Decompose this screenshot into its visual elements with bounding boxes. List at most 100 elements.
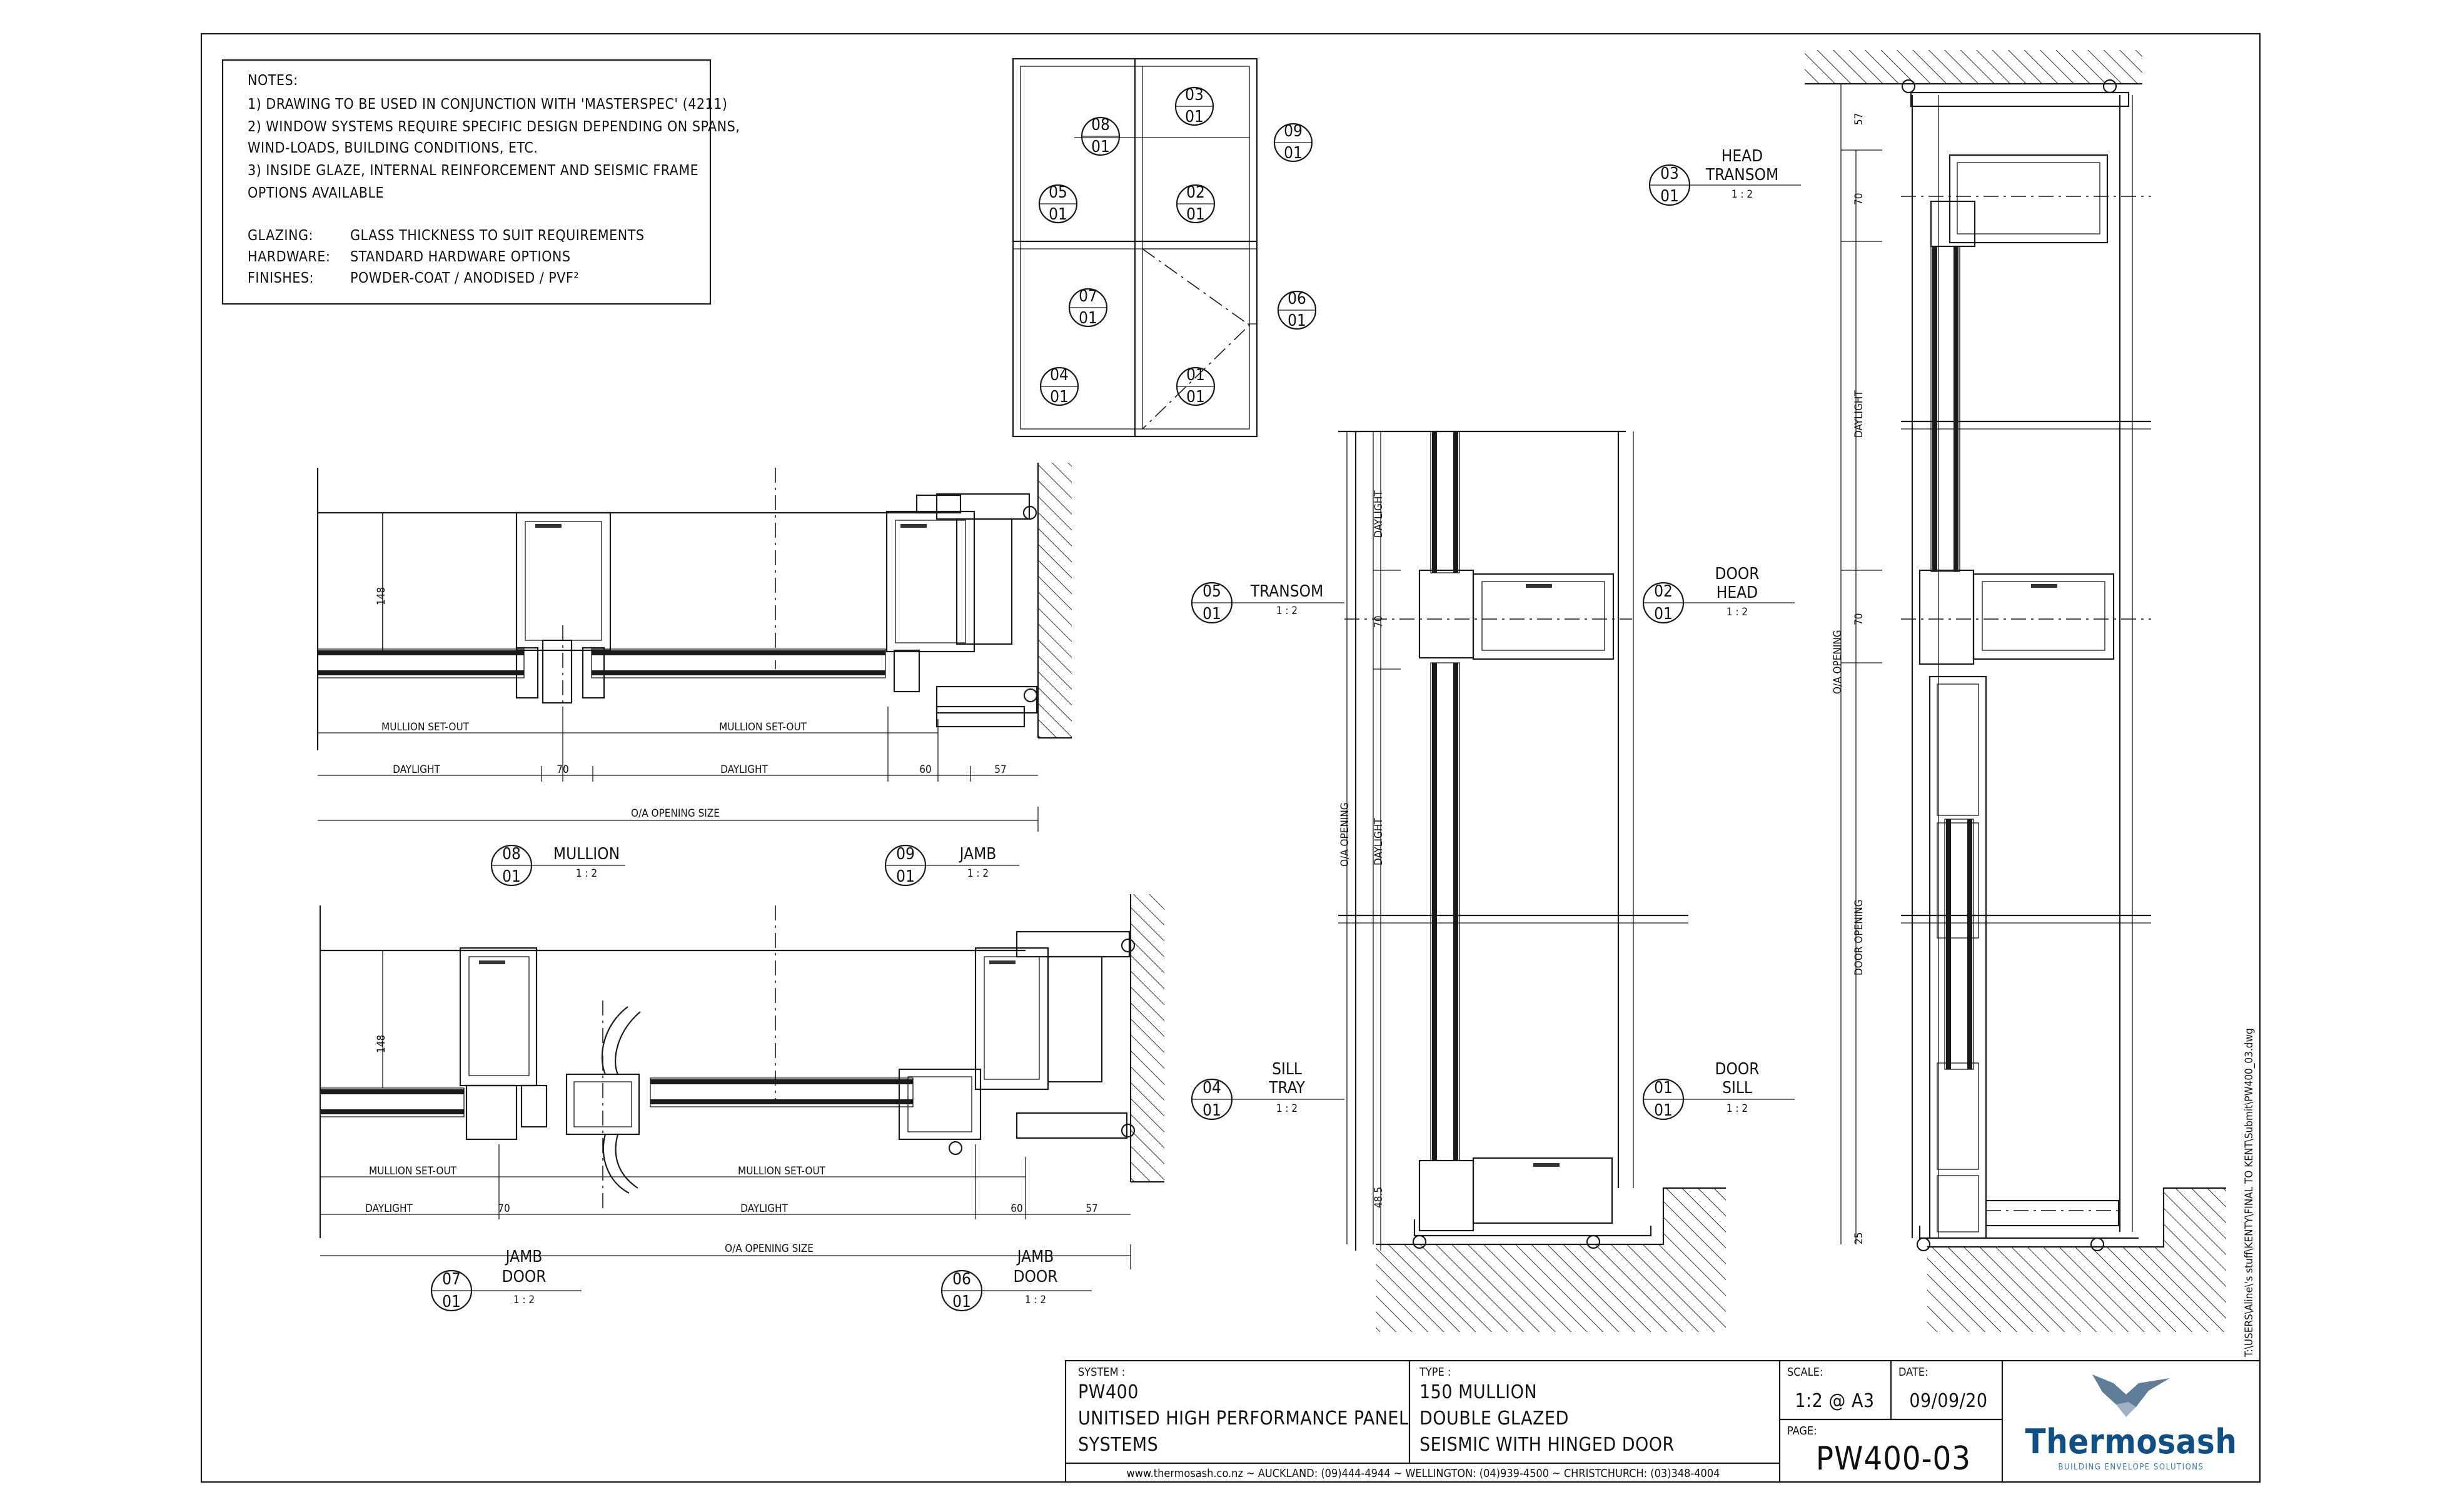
brand-tagline: BUILDING ENVELOPE SOLUTIONS <box>2059 1463 2204 1472</box>
svg-text:1 : 2: 1 : 2 <box>513 1294 535 1306</box>
key-plan-bubble: 02 01 <box>1176 183 1216 224</box>
svg-text:1 : 2: 1 : 2 <box>1727 1102 1748 1115</box>
svg-text:1 : 2: 1 : 2 <box>1276 605 1298 617</box>
svg-text:01: 01 <box>1202 1101 1221 1120</box>
detail-callout-jamb-door: 06 01 JAMB DOOR 1 : 2 <box>940 1247 1092 1312</box>
thermosash-mark-icon <box>989 960 1016 964</box>
key-plan-bubble: 05 01 <box>1038 183 1078 224</box>
svg-text:DOOR: DOOR <box>1715 1060 1759 1079</box>
detail-callout-jamb: 09 01 JAMB 1 : 2 <box>884 844 1019 887</box>
svg-text:01: 01 <box>896 867 915 886</box>
dim-label: 70 <box>1853 613 1865 625</box>
thermosash-mark-icon <box>535 524 562 528</box>
svg-text:JAMB: JAMB <box>1016 1247 1054 1266</box>
plan-section-jamb-door: MULLION SET-OUT MULLION SET-OUT DAYLIGHT… <box>319 894 1164 1269</box>
dim-label: DAYLIGHT <box>720 764 768 776</box>
svg-text:1 : 2: 1 : 2 <box>1727 606 1748 618</box>
svg-text:07: 07 <box>1079 287 1097 306</box>
svg-text:MULLION: MULLION <box>553 845 620 864</box>
dim-label: DAYLIGHT <box>365 1202 413 1215</box>
detail-callout-door-head: 02 01 DOOR HEAD 1 : 2 <box>1642 565 1795 624</box>
svg-text:JAMB: JAMB <box>505 1247 543 1266</box>
key-plan-bubble: 07 01 <box>1068 287 1108 328</box>
spec-label: FINISHES: <box>248 270 314 286</box>
date-value: 09/09/20 <box>1909 1390 1987 1412</box>
spec-value: POWDER-COAT / ANODISED / PVF² <box>350 270 579 286</box>
svg-text:01: 01 <box>1186 366 1205 385</box>
svg-text:01: 01 <box>1049 205 1067 224</box>
svg-text:08: 08 <box>1091 116 1110 134</box>
type-label: TYPE : <box>1419 1366 1451 1379</box>
svg-text:06: 06 <box>1288 290 1306 308</box>
svg-text:01: 01 <box>1091 138 1110 156</box>
dim-label: DAYLIGHT <box>1853 390 1865 438</box>
detail-callout-sill-tray: 04 01 SILL TRAY 1 : 2 <box>1191 1060 1344 1121</box>
dim-label: DAYLIGHT <box>1373 490 1385 538</box>
thermosash-mark-icon <box>1526 584 1552 588</box>
key-plan-bubble: 01 01 <box>1176 366 1216 406</box>
dim-label: DOOR OPENING <box>1853 900 1865 976</box>
svg-text:04: 04 <box>1050 366 1069 385</box>
dim-label: 70 <box>498 1202 510 1215</box>
key-plan-bubble: 03 01 <box>1174 86 1214 126</box>
dim-label: MULLION SET-OUT <box>738 1165 826 1177</box>
type-line: SEISMIC WITH HINGED DOOR <box>1419 1434 1675 1456</box>
spec-value: GLASS THICKNESS TO SUIT REQUIREMENTS <box>350 228 645 244</box>
svg-text:02: 02 <box>1654 582 1673 601</box>
svg-text:03: 03 <box>1185 86 1204 104</box>
dim-label: 70 <box>1373 616 1385 628</box>
thermosash-mark-icon <box>1533 1163 1560 1167</box>
dim-label: 148 <box>375 1035 388 1053</box>
dim-label: 57 <box>994 764 1006 776</box>
svg-text:DOOR: DOOR <box>1715 565 1759 583</box>
brand-name: Thermosash <box>2025 1422 2237 1461</box>
thermosash-mark-icon <box>2031 584 2057 588</box>
svg-text:08: 08 <box>502 845 521 864</box>
svg-text:09: 09 <box>1284 122 1303 141</box>
svg-text:07: 07 <box>442 1270 461 1289</box>
file-path: T:\USERS\Aline\'s stuff\KENTY\FINAL TO K… <box>2243 1028 2256 1358</box>
svg-text:JAMB: JAMB <box>959 845 997 864</box>
svg-text:TRAY: TRAY <box>1268 1079 1305 1097</box>
key-plan-bubble: 08 01 <box>1081 116 1121 156</box>
svg-text:HEAD: HEAD <box>1722 147 1763 166</box>
svg-text:1 : 2: 1 : 2 <box>1732 188 1753 201</box>
system-line: SYSTEMS <box>1078 1434 1158 1456</box>
svg-text:04: 04 <box>1202 1079 1221 1097</box>
dim-label: O/A OPENING SIZE <box>631 807 720 820</box>
detail-callout-door-sill: 01 01 DOOR SILL 1 : 2 <box>1642 1060 1795 1121</box>
svg-text:05: 05 <box>1202 582 1221 601</box>
detail-callout-transom: 05 01 TRANSOM 1 : 2 <box>1191 582 1344 624</box>
notes-block: NOTES: 1) DRAWING TO BE USED IN CONJUNCT… <box>221 59 740 305</box>
note-line: 2) WINDOW SYSTEMS REQUIRE SPECIFIC DESIG… <box>248 119 740 135</box>
dim-label: O/A OPENING <box>1832 630 1844 694</box>
dim-label: 70 <box>557 764 568 776</box>
dim-label: MULLION SET-OUT <box>369 1165 457 1177</box>
svg-text:01: 01 <box>442 1293 461 1311</box>
svg-text:05: 05 <box>1049 183 1067 202</box>
plan-section-mullion-jamb: MULLION SET-OUT MULLION SET-OUT DAYLIGHT… <box>316 463 1072 832</box>
svg-text:SILL: SILL <box>1272 1060 1302 1079</box>
svg-text:DOOR: DOOR <box>502 1268 546 1286</box>
key-plan-bubble: 09 01 <box>1273 122 1313 163</box>
key-plan-bubble: 04 01 <box>1039 366 1079 406</box>
svg-text:06: 06 <box>952 1270 971 1289</box>
svg-text:SILL: SILL <box>1722 1079 1752 1097</box>
svg-text:01: 01 <box>502 867 521 886</box>
detail-callout-mullion: 08 01 MULLION 1 : 2 <box>490 844 625 887</box>
note-line: 1) DRAWING TO BE USED IN CONJUNCTION WIT… <box>248 96 727 113</box>
dim-label: 48.5 <box>1373 1187 1385 1208</box>
system-line: PW400 <box>1078 1381 1139 1403</box>
title-block: SYSTEM : PW400 UNITISED HIGH PERFORMANCE… <box>1064 1359 2261 1483</box>
dim-label: 148 <box>375 587 388 605</box>
dim-label: DAYLIGHT <box>1373 818 1385 865</box>
thermosash-logo: Thermosash BUILDING ENVELOPE SOLUTIONS <box>2025 1374 2237 1472</box>
system-line: UNITISED HIGH PERFORMANCE PANEL <box>1078 1408 1409 1429</box>
svg-text:1 : 2: 1 : 2 <box>576 867 597 880</box>
type-line: DOUBLE GLAZED <box>1419 1408 1569 1429</box>
bird-logo-icon <box>2092 1374 2170 1417</box>
scale-label: SCALE: <box>1787 1366 1823 1379</box>
system-label: SYSTEM : <box>1078 1366 1125 1379</box>
dim-label: 60 <box>1011 1202 1022 1215</box>
